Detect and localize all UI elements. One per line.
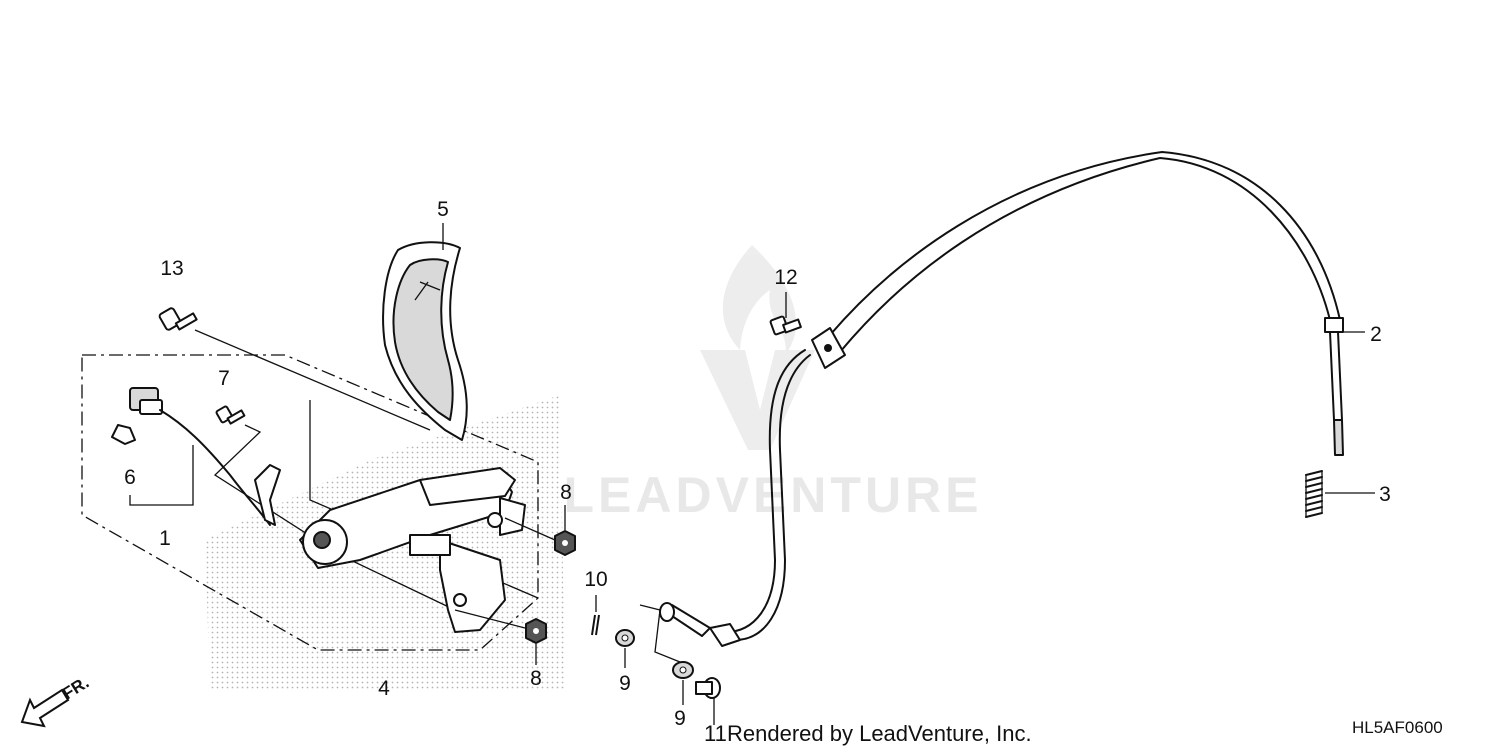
part-11-clevis-pin — [659, 602, 721, 699]
callout-11: 11 — [704, 721, 727, 746]
callout-8-upper: 8 — [560, 481, 572, 504]
callout-10: 10 — [584, 568, 607, 591]
part-5-pedal-pad — [382, 241, 468, 441]
callout-8-lower: 8 — [530, 667, 542, 690]
front-direction-arrow-icon: FR. — [20, 673, 92, 728]
callout-12: 12 — [774, 266, 797, 289]
part-7-bolt — [215, 405, 246, 425]
part-4-pedal-assembly — [299, 467, 526, 633]
callout-9-right: 9 — [674, 707, 686, 730]
callout-4: 4 — [378, 677, 390, 700]
callout-7: 7 — [218, 367, 230, 390]
part-9-washer-left — [615, 629, 635, 647]
part-10-cotter-pin — [591, 595, 600, 636]
watermark-logo: LEADVENTURE — [563, 245, 979, 523]
callout-9-left: 9 — [619, 672, 631, 695]
callout-1: 1 — [159, 527, 171, 550]
part-2-brake-cable — [709, 150, 1344, 647]
part-8-nut-lower — [525, 618, 547, 644]
callout-2: 2 — [1370, 323, 1382, 346]
diagram-code: HL5AF0600 — [1352, 718, 1443, 737]
part-3-spring — [1305, 470, 1323, 518]
rendered-by-text: Rendered by LeadVenture, Inc. — [727, 721, 1032, 746]
callout-3: 3 — [1379, 483, 1391, 506]
callout-5: 5 — [437, 198, 449, 221]
part-13-bolt — [158, 307, 198, 331]
part-8-nut-upper — [554, 530, 576, 556]
part-9-washer-right — [672, 661, 694, 679]
callout-13: 13 — [160, 257, 183, 280]
callout-6: 6 — [124, 466, 136, 489]
part-12-bolt — [769, 315, 802, 336]
part-6-harness-connector — [111, 387, 281, 526]
